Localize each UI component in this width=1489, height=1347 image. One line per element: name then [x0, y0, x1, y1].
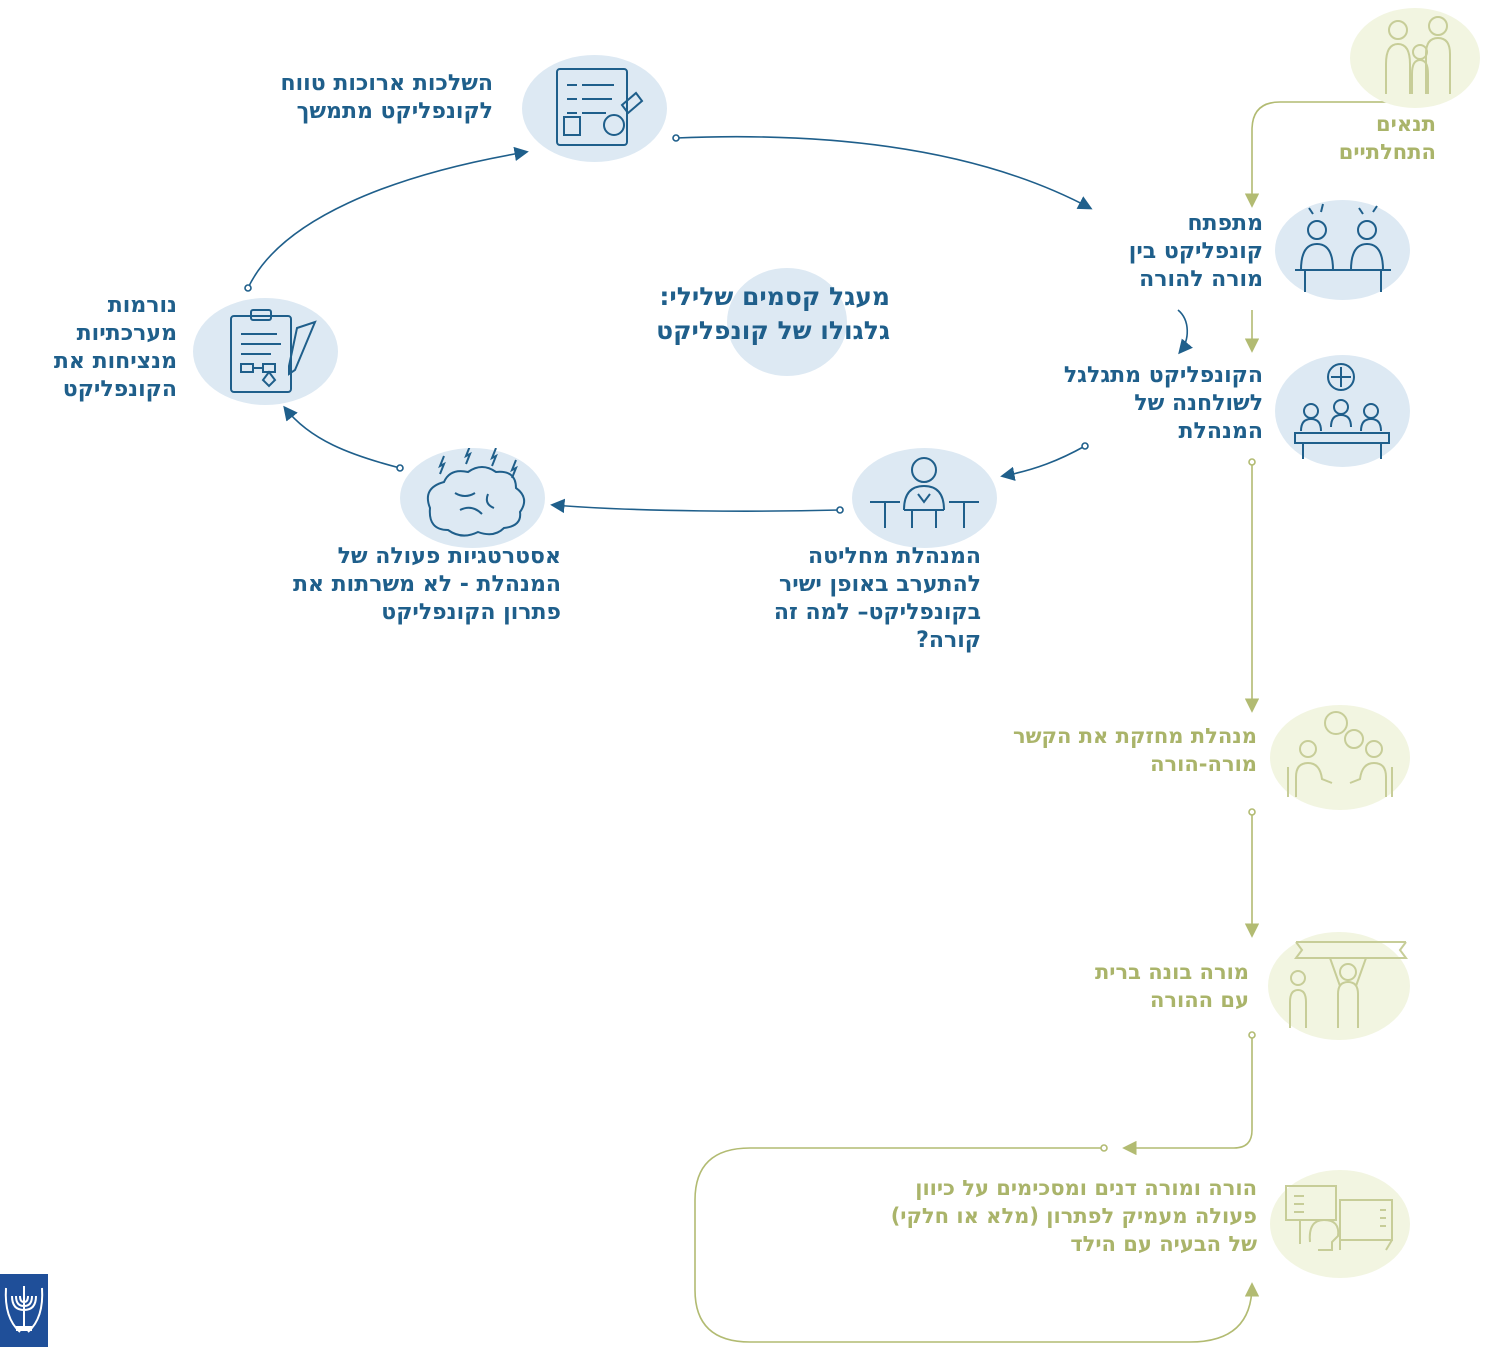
step-line: קונפליקט בין — [1128, 239, 1263, 264]
node-line: השלכות ארוכות טווח — [280, 71, 493, 96]
document-checklist-icon — [522, 55, 667, 162]
node-line: המנהלת - לא משרתות את — [292, 572, 561, 597]
manager-desk-icon — [852, 448, 997, 548]
center-title-background — [727, 268, 847, 376]
arrow-bottom-left-to-left — [283, 405, 401, 469]
family-icon — [1350, 8, 1480, 108]
step-line: מורה-הורה — [1150, 752, 1257, 776]
node-line: פתרון הקונפליקט — [381, 600, 561, 625]
brain-lightning-icon — [400, 448, 545, 548]
node-line: בקונפליקט– למה זה — [773, 600, 981, 625]
banner-people-icon — [1268, 932, 1410, 1040]
conversation-chairs-icon — [1270, 705, 1410, 810]
center-title: מעגל קסמים שלילי: גלגולו של קונפליקט — [560, 280, 890, 348]
two-people-argue-icon — [1275, 200, 1410, 300]
clipboard-pen-icon — [193, 298, 338, 405]
step-line: מורה בונה ברית — [1094, 960, 1249, 984]
node-line: מערכתיות — [76, 321, 177, 346]
arrow-alliance-to-agree — [1122, 1035, 1253, 1156]
node-line: נורמות — [107, 293, 177, 318]
arrow-curl — [1177, 309, 1193, 355]
step-line: הורה ומורה דנים ומסכימים על כיוון — [915, 1176, 1257, 1200]
step-line: הקונפליקט מתגלגל — [1063, 363, 1263, 388]
step-line: לשולחנה של — [1134, 391, 1263, 416]
step-line: תנאים — [1376, 112, 1436, 136]
node-long-term-effects: השלכות ארוכות טווח לקונפליקט מתמשך — [281, 70, 493, 126]
node-line: קורה? — [916, 628, 981, 653]
step-line: פעולה מעמיק לפתרון (מלא או חלקי) — [890, 1204, 1257, 1228]
node-system-norms: נורמות מערכתיות מנציחות את הקונפליקט — [54, 292, 177, 404]
node-line: אסטרטגיות פעולה של — [337, 544, 561, 569]
node-management-intervenes: המנהלת מחליטה להתערב באופן ישיר בקונפליק… — [774, 543, 981, 655]
step-line: המנהלת — [1178, 419, 1263, 444]
step-conflict-develops: מתפתח קונפליקט בין מורה להורה — [1129, 210, 1263, 294]
step-line: מתפתח — [1187, 211, 1263, 236]
arrow-loop-back — [694, 1147, 1260, 1343]
arrow-left-to-top — [247, 146, 529, 289]
node-line: המנהלת מחליטה — [808, 544, 981, 569]
step-teacher-alliance: מורה בונה ברית עם ההורה — [1095, 958, 1249, 1014]
state-emblem-icon — [0, 1274, 48, 1347]
step-line: של הבעיה עם הילד — [1070, 1232, 1257, 1256]
step-agree-direction: הורה ומורה דנים ומסכימים על כיוון פעולה … — [891, 1174, 1257, 1258]
arrow-escalate-to-management — [1000, 445, 1086, 481]
node-management-strategies: אסטרטגיות פעולה של המנהלת - לא משרתות את… — [293, 543, 561, 627]
center-title-line-2: גלגולו של קונפליקט — [656, 316, 890, 345]
step-line: התחלתיים — [1338, 140, 1436, 164]
step-conflict-escalates: הקונפליקט מתגלגל לשולחנה של המנהלת — [1064, 362, 1263, 446]
arrow-bottom-right-to-bottom-left — [550, 498, 841, 514]
arrow-top-to-right — [675, 135, 1093, 210]
step-line: מנהלת מחזקת את הקשר — [1012, 724, 1257, 748]
node-line: להתערב באופן ישיר — [779, 572, 981, 597]
node-line: לקונפליקט מתמשך — [296, 99, 493, 124]
node-line: הקונפליקט — [62, 377, 177, 402]
step-strengthen-bond: מנהלת מחזקת את הקשר מורה-הורה — [1013, 722, 1257, 778]
meeting-table-icon — [1275, 355, 1410, 467]
dialogue-icon — [1270, 1170, 1410, 1278]
step-line: מורה להורה — [1139, 267, 1263, 292]
arrow-initial-to-conflict — [1244, 101, 1432, 208]
step-line: עם ההורה — [1149, 988, 1249, 1012]
step-initial-conditions: תנאים התחלתיים — [1339, 110, 1436, 166]
node-line: מנציחות את — [53, 349, 177, 374]
center-title-line-1: מעגל קסמים שלילי: — [659, 282, 890, 311]
